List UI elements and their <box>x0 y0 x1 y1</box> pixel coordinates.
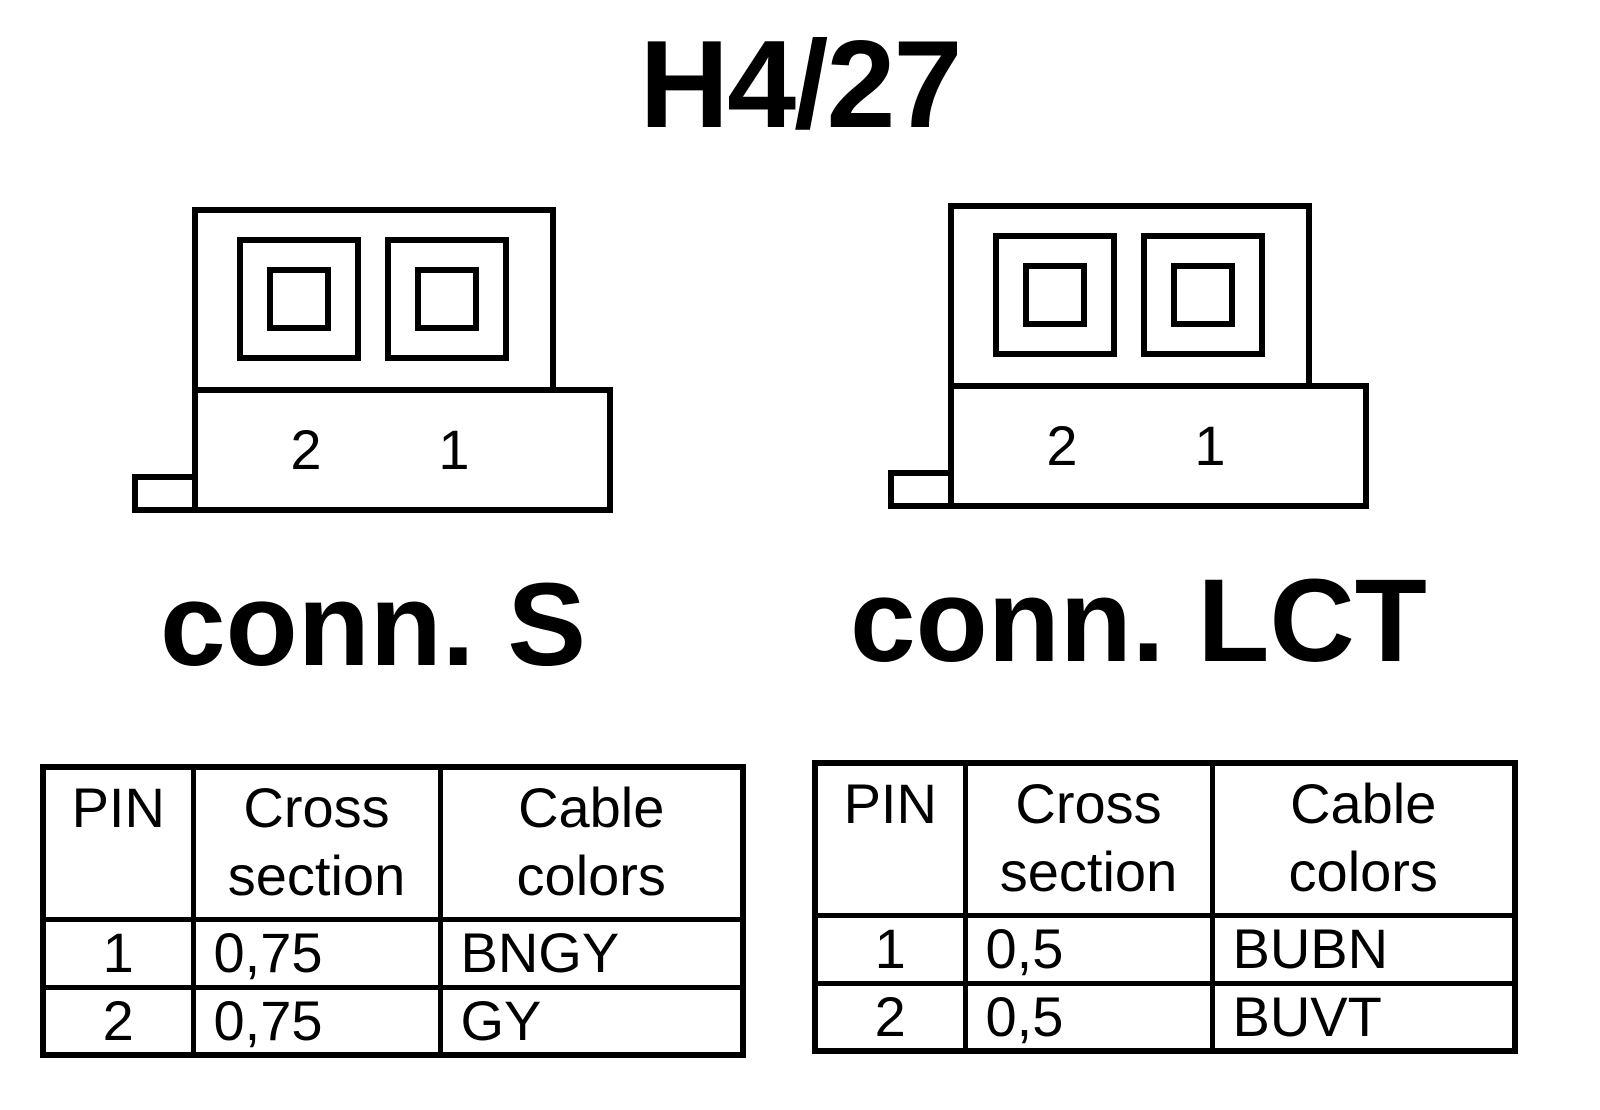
connector-lct-housing-base <box>948 383 1369 509</box>
header-pin: PIN <box>812 760 968 918</box>
connector-s-label: conn. S <box>160 559 587 691</box>
connector-s-pin-2-inner <box>267 267 331 331</box>
connector-lct-pin-1-inner <box>1171 263 1235 327</box>
cell-cross-section: 0,5 <box>962 980 1215 1054</box>
connector-lct-pin-label-2: 2 <box>1046 414 1077 477</box>
connector-lct-pin-1-outer <box>1141 233 1265 357</box>
table-header-row: PIN Cross section Cable colors <box>40 764 746 922</box>
connector-lct-pin-table: PIN Cross section Cable colors 1 0,5 BUB… <box>812 760 1518 1054</box>
connector-s-housing-base <box>192 387 613 513</box>
header-pin: PIN <box>40 764 196 922</box>
table-row: 2 0,5 BUVT <box>812 980 1518 1054</box>
cell-pin: 2 <box>40 984 196 1058</box>
connector-s-pin-1-inner <box>415 267 479 331</box>
page-title: H4/27 <box>639 16 963 154</box>
cell-pin: 1 <box>40 916 196 990</box>
connector-s-pin-2-outer <box>237 237 361 361</box>
cell-cross-section: 0,5 <box>962 912 1215 986</box>
connector-lct-drawing: 2 1 <box>888 203 1369 509</box>
connector-lct-pin-2-outer <box>993 233 1117 357</box>
cell-pin: 1 <box>812 912 968 986</box>
connector-s-pin-table: PIN Cross section Cable colors 1 0,75 BN… <box>40 764 746 1058</box>
connector-lct-label: conn. LCT <box>850 555 1427 687</box>
connector-lct-pin-2-inner <box>1023 263 1087 327</box>
header-cable-colors: Cable colors <box>437 764 746 922</box>
connector-s-pin-label-1: 1 <box>438 418 469 481</box>
cell-cross-section: 0,75 <box>190 916 443 990</box>
cell-pin: 2 <box>812 980 968 1054</box>
connector-s-pin-1-outer <box>385 237 509 361</box>
cell-cable-colors: BUBN <box>1209 912 1518 986</box>
cell-cross-section: 0,75 <box>190 984 443 1058</box>
connector-lct-latch <box>888 470 954 509</box>
header-cross-section: Cross section <box>190 764 443 922</box>
header-cross-section: Cross section <box>962 760 1215 918</box>
connector-s-drawing: 2 1 <box>132 207 613 513</box>
header-cable-colors: Cable colors <box>1209 760 1518 918</box>
table-row: 2 0,75 GY <box>40 984 746 1058</box>
connector-s-pin-label-2: 2 <box>290 418 321 481</box>
cell-cable-colors: GY <box>437 984 746 1058</box>
connector-lct-pin-label-1: 1 <box>1194 414 1225 477</box>
cell-cable-colors: BNGY <box>437 916 746 990</box>
cell-cable-colors: BUVT <box>1209 980 1518 1054</box>
connector-s-latch <box>132 474 198 513</box>
table-row: 1 0,5 BUBN <box>812 912 1518 986</box>
table-row: 1 0,75 BNGY <box>40 916 746 990</box>
table-header-row: PIN Cross section Cable colors <box>812 760 1518 918</box>
